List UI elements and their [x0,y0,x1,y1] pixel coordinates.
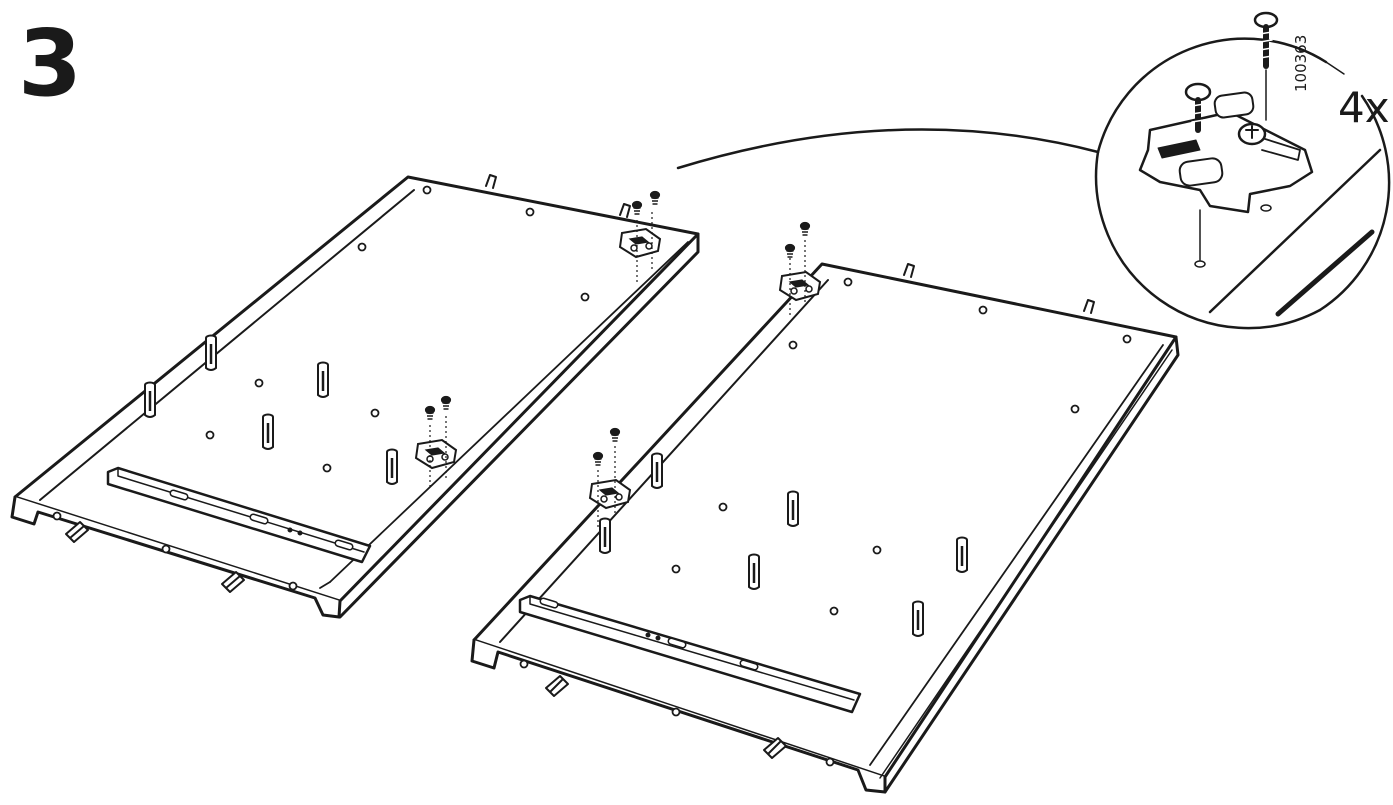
screw-icon [799,221,811,236]
dowel-icon [204,334,218,372]
callout-detail [1138,11,1382,317]
step-number: 3 [18,10,83,117]
part-label: 100363 4x [1292,35,1390,132]
dowel-icon [955,536,969,574]
dowel-icon [385,448,399,486]
dowel-icon [598,517,612,555]
dowel-icon [747,553,761,591]
right-panel-fittings [589,221,821,528]
left-panel [10,174,700,619]
quantity-label: 4x [1338,83,1390,132]
dowel-icon [261,413,275,451]
screw-icon [609,427,621,442]
right-panel [470,262,1180,794]
screw-icon [592,451,604,466]
dowel-icon [316,361,330,399]
screw-icon [784,243,796,258]
dowel-icon [911,600,925,638]
screw-icon [649,190,661,205]
magnifier-callout-icon [676,37,1391,330]
left-panel-fittings [415,190,661,488]
dowel-icon [650,452,664,490]
dowel-icon [786,490,800,528]
part-number: 100363 [1292,35,1310,92]
screw-icon [631,200,643,215]
dowel-icon [143,381,157,419]
